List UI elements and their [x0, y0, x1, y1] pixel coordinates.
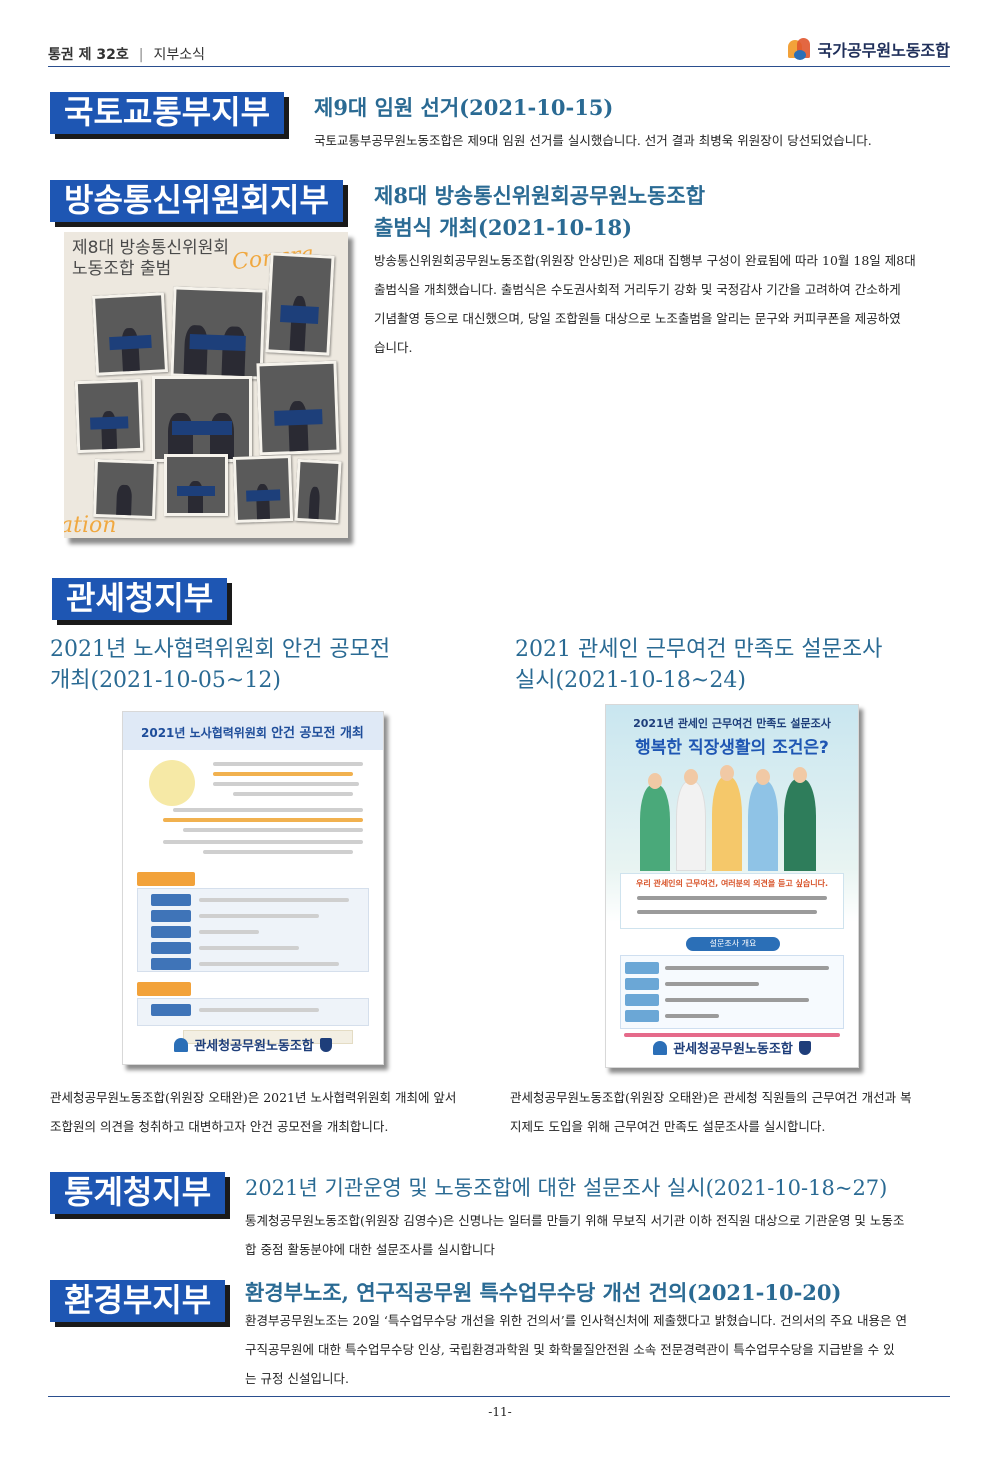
union-logo-text: 국가공무원노동조합 — [817, 41, 950, 60]
photo-snapshot — [232, 455, 294, 523]
poster-footer-text: 관세청공무원노동조합 — [673, 1042, 793, 1057]
branch-tag-molit: 국토교통부지부 — [50, 92, 285, 134]
article-title-environment: 환경부노조, 연구직공무원 특수업무수당 개선 건의(2021-10-20) — [245, 1280, 842, 1305]
poster-heading: 2021년 노사협력위원회 안건 공모전 개최 — [123, 712, 383, 750]
photo-snapshot — [93, 458, 157, 520]
article-title-customs-right-line1: 2021 관세인 근무여건 만족도 설문조사 — [515, 637, 883, 662]
photo-snapshot — [265, 252, 335, 356]
shield-icon — [319, 1038, 332, 1052]
section-name: 지부소식 — [153, 47, 206, 63]
article-body-line: 지제도 도입을 위해 근무여건 만족도 설문조사를 실시합니다. — [510, 1119, 826, 1134]
poster-section-bar — [137, 872, 195, 886]
page-number: -11- — [488, 1405, 512, 1419]
article-title-customs-left-line1: 2021년 노사협력위원회 안건 공모전 — [50, 637, 391, 662]
poster-message: 우리 관세인의 근무여건, 여러분의 의견을 듣고 싶습니다. — [635, 879, 829, 888]
shield-icon — [798, 1041, 811, 1055]
article-body-molit: 국토교통부공무원노동조합은 제9대 임원 선거를 실시했습니다. 선거 결과 최… — [314, 133, 872, 148]
photo-snapshot — [74, 378, 144, 454]
article-body-line: 구직공무원에 대한 특수업무수당 인상, 국립환경과학원 및 화학물질안전원 소… — [245, 1342, 895, 1357]
branch-tag-statistics: 통계청지부 — [50, 1172, 226, 1214]
photo-title-line: 노동조합 출범 — [72, 259, 172, 280]
photo-snapshot — [294, 458, 342, 524]
idea-contest-poster: 2021년 노사협력위원회 안건 공모전 개최 관세청공무원노동조합 — [122, 711, 384, 1065]
photo-snapshot — [91, 292, 169, 376]
article-body-kcc: 방송통신위원회공무원노동조합(위원장 안상민)은 제8대 집행부 구성이 완료됨… — [374, 246, 954, 362]
poster-illustration — [626, 765, 838, 871]
footer-rule — [48, 1396, 950, 1397]
article-body-customs-left: 관세청공무원노동조합(위원장 오태완)은 2021년 노사협력위원회 개최에 앞… — [50, 1083, 500, 1141]
issue-number: 통권 제 32호 — [48, 47, 129, 63]
article-title-kcc-line1: 제8대 방송통신위원회공무원노동조합 — [374, 183, 706, 208]
branch-tag-customs: 관세청지부 — [52, 578, 228, 620]
article-title-customs-right-line2: 실시(2021-10-18~24) — [515, 668, 746, 693]
union-logo-icon — [786, 36, 812, 62]
article-body-line: 합 중점 활동분야에 대한 설문조사를 실시합니다 — [245, 1242, 495, 1257]
article-body-line: 관세청공무원노동조합(위원장 오태완)은 관세청 직원들의 근무여건 개선과 복 — [510, 1090, 912, 1105]
article-body-environment: 환경부공무원노조는 20일 ‘특수업무수당 개선을 위한 건의서’를 인사혁신처… — [245, 1306, 960, 1393]
poster-message-box: 우리 관세인의 근무여건, 여러분의 의견을 듣고 싶습니다. — [620, 873, 844, 929]
poster-section-bar — [137, 982, 191, 996]
poster-footer: 관세청공무원노동조합 — [123, 1035, 383, 1054]
article-body-statistics: 통계청공무원노동조합(위원장 김영수)은 신명나는 일터를 만들기 위해 무보직… — [245, 1206, 960, 1264]
customs-union-emblem-icon — [653, 1041, 668, 1055]
article-body-kcc-line: 습니다. — [374, 340, 413, 355]
header-separator: | — [138, 47, 144, 63]
page-header: 통권 제 32호 | 지부소식 — [48, 44, 205, 64]
photo-snapshot — [164, 454, 228, 516]
article-body-line: 환경부공무원노조는 20일 ‘특수업무수당 개선을 위한 건의서’를 인사혁신처… — [245, 1313, 908, 1328]
poster-footer: 관세청공무원노동조합 — [606, 1038, 858, 1057]
union-logo: 국가공무원노동조합 — [786, 36, 950, 62]
photo-title: 제8대 방송통신위원회 노동조합 출범 — [72, 238, 229, 281]
survey-poster: 2021년 관세인 근무여건 만족도 설문조사 행복한 직장생활의 조건은? 우… — [605, 704, 859, 1068]
poster-illustration — [149, 760, 195, 806]
article-body-kcc-line: 출범식을 개최했습니다. 출범식은 수도권사회적 거리두기 강화 및 국정감사 … — [374, 282, 901, 297]
launch-ceremony-photo: 제8대 방송통신위원회 노동조합 출범 Congra ation — [64, 232, 348, 538]
poster-heading-small: 2021년 관세인 근무여건 만족도 설문조사 — [633, 717, 831, 730]
branch-tag-environment: 환경부지부 — [50, 1280, 226, 1322]
article-body-customs-right: 관세청공무원노동조합(위원장 오태완)은 관세청 직원들의 근무여건 개선과 복… — [510, 1083, 960, 1141]
article-title-statistics: 2021년 기관운영 및 노동조합에 대한 설문조사 실시(2021-10-18… — [245, 1176, 888, 1200]
article-body-line: 조합원의 의견을 청취하고 대변하고자 안건 공모전을 개최합니다. — [50, 1119, 389, 1134]
poster-heading-plain: 2021년 노사협력위원회 — [141, 726, 267, 740]
article-body-kcc-line: 방송통신위원회공무원노동조합(위원장 안상민)은 제8대 집행부 구성이 완료됨… — [374, 253, 916, 268]
article-title-customs-left-line2: 개최(2021-10-05~12) — [50, 668, 281, 693]
photo-deco-text: ation — [64, 513, 117, 538]
article-title-kcc-line2: 출범식 개최(2021-10-18) — [374, 215, 633, 240]
photo-snapshot — [170, 286, 266, 380]
poster-heading-big: 행복한 직장생활의 조건은? — [635, 738, 829, 758]
article-title-molit: 제9대 임원 선거(2021-10-15) — [314, 95, 614, 120]
poster-heading-bold: 안건 공모전 개최 — [271, 726, 364, 741]
article-body-line: 통계청공무원노동조합(위원장 김영수)은 신명나는 일터를 만들기 위해 무보직… — [245, 1213, 905, 1228]
poster-info-table — [620, 955, 844, 1029]
photo-title-line: 제8대 방송통신위원회 — [72, 238, 229, 258]
article-body-kcc-line: 기념촬영 등으로 대신했으며, 당일 조합원들 대상으로 노조출범을 알리는 문… — [374, 311, 901, 326]
customs-union-emblem-icon — [174, 1038, 189, 1052]
photo-snapshot — [152, 376, 252, 462]
branch-tag-kcc: 방송통신위원회지부 — [50, 180, 343, 222]
article-body-line: 는 규정 신설입니다. — [245, 1371, 349, 1386]
photo-snapshot — [256, 360, 340, 456]
header-rule — [48, 66, 950, 67]
poster-footer-text: 관세청공무원노동조합 — [194, 1039, 314, 1054]
poster-section-label: 설문조사 개요 — [686, 937, 780, 951]
article-body-line: 관세청공무원노동조합(위원장 오태완)은 2021년 노사협력위원회 개최에 앞… — [50, 1090, 457, 1105]
